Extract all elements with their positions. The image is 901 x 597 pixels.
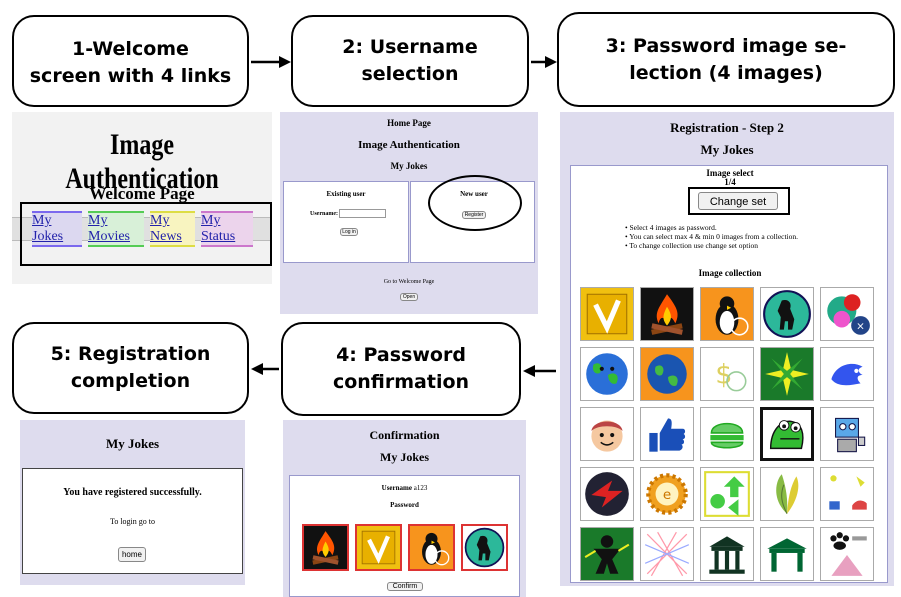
step-4-box: 4: Password confirmation [281,322,521,416]
svg-text:×: × [856,321,865,333]
change-set-highlight [688,187,790,215]
tile-animals-icon[interactable] [820,467,874,521]
svg-text:$: $ [715,359,732,390]
image-select-label: Image select [706,168,754,178]
completion-screenshot: My Jokes You have registered successfull… [20,420,245,585]
new-user-highlight-ellipse [428,175,522,231]
username-app-name: My Jokes [390,161,428,171]
tile-campfire-icon[interactable] [640,287,694,341]
selection-app-name: My Jokes [700,142,754,157]
tile-burger-icon[interactable] [700,407,754,461]
login-instruction: To login go to [110,517,155,526]
image-collection-grid: × $ e [580,287,882,581]
nav-link-news[interactable]: My News [150,211,195,247]
login-button[interactable]: Log in [340,228,358,236]
home-page-label: Home Page [387,118,431,128]
confirm-button[interactable]: Confirm [387,582,423,591]
confirmation-app-name: My Jokes [380,450,429,464]
existing-user-label: Existing user [326,190,366,198]
nav-link-jokes[interactable]: My Jokes [32,211,82,247]
step-2-box: 2: Username selection [291,15,529,107]
confirmation-screenshot: Confirmation My Jokes Username a123 Pass… [283,420,526,597]
tile-leaves-icon[interactable] [760,467,814,521]
tile-kid-face-icon[interactable] [580,407,634,461]
password-label: Password [390,501,419,509]
arrow-step1-to-step2 [251,56,291,68]
step-3-box: 3: Password image se- lection (4 images) [557,12,895,107]
welcome-subtitle: Welcome Page [89,184,195,203]
image-count: 1/4 [724,177,736,187]
tile-compass-star-icon[interactable] [760,347,814,401]
instructions-list: • Select 4 images as password. • You can… [625,223,885,250]
confirm-penguin-icon [408,524,455,571]
tile-gateway-icon[interactable] [760,527,814,581]
username-page-title: Image Authentication [358,139,460,151]
arrow-step3-to-step4 [523,365,556,377]
success-message: You have registered successfully. [63,487,202,498]
completion-panel: You have registered successfully. To log… [22,468,243,574]
welcome-title: Image Authentication [65,128,219,195]
tile-gear-coin-icon[interactable]: e [640,467,694,521]
nav-link-status[interactable]: My Status [201,211,253,247]
completion-app-name: My Jokes [105,436,160,451]
arrow-step2-to-step3 [531,56,557,68]
selection-step-title: Registration - Step 2 [670,120,784,135]
username-label: Username [381,484,412,492]
tile-bigfoot-icon[interactable] [760,287,814,341]
nav-link-movies[interactable]: My Movies [88,211,144,247]
tile-arrows-icon[interactable] [700,467,754,521]
instruction-item: • You can select max 4 & min 0 images fr… [625,232,799,241]
selection-screenshot: Registration - Step 2 My Jokes Image sel… [560,112,894,586]
change-set-button[interactable]: Change set [698,192,778,210]
instruction-item: • To change collection use change set op… [625,241,758,250]
tile-blue-bird-icon[interactable] [820,347,874,401]
welcome-links-container [20,202,272,266]
tile-temple-icon[interactable] [700,527,754,581]
tile-earth-icon[interactable] [640,347,694,401]
open-button[interactable]: Open [400,293,418,301]
username-input[interactable] [339,209,386,218]
confirmation-username-row: Username a123 [290,484,519,492]
username-value: a123 [413,484,428,492]
image-collection-label: Image collection [698,268,762,278]
confirmation-panel: Username a123 Password Confirm [289,475,520,597]
confirm-v-logo-icon [355,524,402,571]
confirmation-title: Confirmation [369,428,440,442]
instruction-item: • Select 4 images as password. [625,223,717,232]
tile-ninja-icon[interactable] [580,527,634,581]
tile-earth-face-icon[interactable] [580,347,634,401]
confirm-campfire-icon [302,524,349,571]
username-label: Username: [310,211,338,217]
username-screenshot: Home Page Image Authentication My Jokes … [280,112,538,314]
welcome-screenshot: Image Authentication Welcome Page My Jok… [12,112,272,284]
svg-text:e: e [663,487,671,503]
home-button[interactable]: home [118,547,146,562]
tile-paw-cone-icon[interactable] [820,527,874,581]
tile-robot-icon[interactable] [820,407,874,461]
arrow-step4-to-step5 [251,363,279,375]
tile-frog-icon[interactable] [760,407,814,461]
goto-welcome-label: Go to Welcome Page [383,279,435,285]
tile-penguin-icon[interactable] [700,287,754,341]
tile-red-bolt-icon[interactable] [580,467,634,521]
tile-v-logo-icon[interactable] [580,287,634,341]
tile-dollar-icon[interactable]: $ [700,347,754,401]
existing-user-panel: Existing user Username: Log in [283,181,409,263]
step-1-box: 1-Welcome screen with 4 links [12,15,249,107]
confirm-bigfoot-icon [461,524,508,571]
tile-thumbs-up-icon[interactable] [640,407,694,461]
tile-lines-icon[interactable] [640,527,694,581]
step-5-box: 5: Registration completion [12,322,249,414]
tile-balls-icon[interactable]: × [820,287,874,341]
